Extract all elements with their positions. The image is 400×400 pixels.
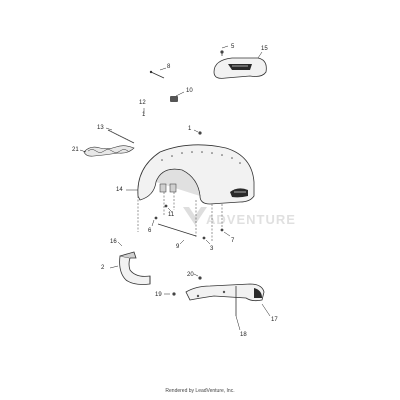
- bolt-part[interactable]: [107, 129, 135, 144]
- emblem-part[interactable]: [83, 145, 135, 157]
- callout-18: 18: [240, 332, 247, 338]
- fender-pad-part[interactable]: [213, 57, 267, 79]
- screw-part[interactable]: [172, 292, 176, 296]
- screw-part[interactable]: [198, 131, 202, 135]
- callout-15: 15: [261, 46, 268, 52]
- callout-9: 9: [176, 244, 180, 250]
- callout-4-upper: 1: [142, 112, 146, 118]
- callout-7: 7: [231, 238, 235, 244]
- callout-12: 12: [139, 100, 146, 106]
- callout-14: 14: [116, 187, 123, 193]
- callout-20: 20: [187, 272, 194, 278]
- callout-13: 13: [97, 125, 104, 131]
- callout-19: 19: [155, 292, 162, 298]
- callout-3: 3: [210, 246, 214, 252]
- watermark: ADVENTURE: [183, 207, 296, 227]
- screw-part[interactable]: [202, 236, 206, 240]
- nut-part[interactable]: [170, 96, 178, 102]
- rear-fender-part[interactable]: [137, 144, 255, 205]
- callout-21: 21: [72, 147, 79, 153]
- screw-part[interactable]: [154, 216, 158, 220]
- leader-lines: [79, 45, 271, 331]
- callout-10: 10: [186, 88, 193, 94]
- spacer-part[interactable]: [164, 204, 168, 208]
- callout-17: 17: [271, 317, 278, 323]
- callout-5: 5: [231, 44, 235, 50]
- callout-8: 8: [167, 64, 171, 70]
- rod-part[interactable]: [157, 223, 197, 237]
- callouts: 5 15 8 10 12 1 13 1 21 14 11 6 9 3 7 16 …: [72, 44, 278, 338]
- watermark-text: ADVENTURE: [206, 212, 296, 227]
- watermark-logo-icon: [183, 207, 207, 225]
- footer-credit: Rendered by LeadVenture, Inc.: [165, 388, 235, 394]
- callout-16: 16: [110, 239, 117, 245]
- support-strap-part[interactable]: [119, 251, 151, 285]
- screw-part[interactable]: [198, 276, 202, 280]
- callout-2: 2: [101, 265, 105, 271]
- pin-part[interactable]: [149, 70, 165, 79]
- callout-11: 11: [168, 212, 175, 218]
- callout-1: 1: [188, 126, 192, 132]
- screw-part[interactable]: [220, 228, 224, 232]
- callout-6: 6: [148, 228, 152, 234]
- assembly-lines: [137, 192, 223, 242]
- screw-part[interactable]: [220, 50, 224, 56]
- light-bracket-part[interactable]: [185, 283, 265, 316]
